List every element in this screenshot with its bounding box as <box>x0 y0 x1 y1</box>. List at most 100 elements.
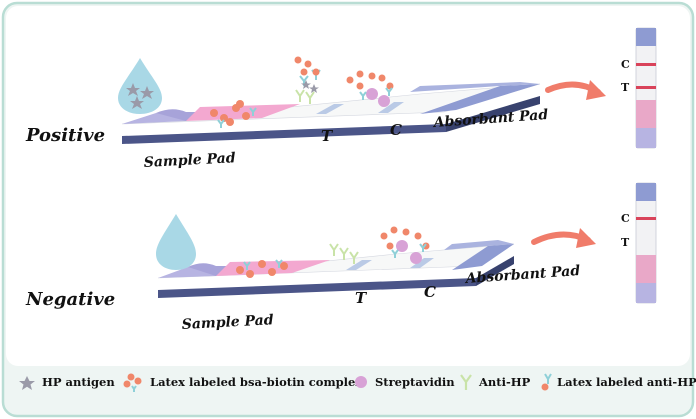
latex-particle <box>246 270 254 278</box>
c-line-band <box>378 102 404 113</box>
latex-particle <box>380 232 388 240</box>
absorbant-pad <box>452 244 514 270</box>
row-label: Negative <box>25 289 115 310</box>
legend: HP antigen Latex labeled bsa-biotin comp… <box>19 373 696 392</box>
latex-particle <box>368 72 376 80</box>
result-arrow-head <box>576 228 596 248</box>
c-line-mark <box>636 63 656 66</box>
result-strip-negative: C T <box>621 182 657 304</box>
strip-front-face <box>122 124 446 144</box>
star-icon <box>19 376 35 390</box>
antibody-icon <box>419 243 427 252</box>
streptavidin-icon <box>366 88 378 100</box>
streptavidin-icon <box>378 95 390 107</box>
t-line-mark <box>636 86 656 89</box>
result-arrow-head <box>586 80 606 100</box>
anti-hp-icon <box>329 243 339 256</box>
antibody-icon <box>249 107 257 116</box>
legend-label: Anti-HP <box>478 375 531 389</box>
legend-label: Latex labeled bsa-biotin complex <box>150 375 362 389</box>
c-line-cluster <box>346 70 394 107</box>
result-strip-positive: C T <box>621 27 657 149</box>
latex-particle <box>402 228 410 236</box>
negative-row: Negative Sample Pad T C Absorbant Pad C … <box>25 182 657 333</box>
latex-particle <box>386 82 394 90</box>
strip-c-label: C <box>621 212 630 225</box>
sample-drop <box>118 58 162 114</box>
antibody-icon <box>243 261 251 270</box>
antibody-icon <box>391 249 399 258</box>
c-label: C <box>424 283 436 301</box>
t-label: T <box>355 289 368 307</box>
anti-hp-icon <box>460 374 472 390</box>
latex-particle <box>414 232 422 240</box>
latex-anti-hp-icon <box>541 373 552 391</box>
c-line-mark <box>636 217 656 220</box>
strip-right-face <box>476 256 514 286</box>
latex-particle <box>220 114 228 122</box>
star-icon <box>301 80 311 89</box>
legend-label: Latex labeled anti-HP <box>557 375 696 389</box>
antibody-icon <box>385 87 393 96</box>
latex-particle <box>356 82 364 90</box>
inner-panel <box>6 6 690 366</box>
row-label: Positive <box>25 125 105 146</box>
t-line-cluster <box>294 56 321 104</box>
anti-hp-icon <box>295 89 305 102</box>
latex-particle <box>346 76 354 84</box>
latex-biotin-complex-icon <box>123 373 142 392</box>
conjugate-particles <box>236 259 288 278</box>
sample-drop <box>156 214 196 270</box>
latex-particle <box>378 74 386 82</box>
strip-front-face <box>158 278 476 298</box>
latex-particle <box>300 68 308 76</box>
latex-particle <box>294 56 302 64</box>
latex-particle <box>258 260 266 268</box>
latex-particle <box>226 118 234 126</box>
streptavidin-icon <box>355 376 367 388</box>
t-line-cluster <box>329 243 359 264</box>
legend-label: Streptavidin <box>375 375 455 389</box>
c-line-cluster <box>380 226 430 264</box>
sample-pad-label: Sample Pad <box>143 150 236 171</box>
streptavidin-icon <box>396 240 408 252</box>
latex-particle <box>280 262 288 270</box>
absorbant-pad-top <box>410 82 540 92</box>
latex-particle <box>390 226 398 234</box>
latex-particle <box>268 268 276 276</box>
strip-t-label: T <box>621 81 630 94</box>
t-line-band <box>346 260 372 270</box>
star-icon <box>309 84 319 93</box>
star-icon <box>130 96 144 109</box>
latex-particle <box>386 242 394 250</box>
legend-label: HP antigen <box>42 375 115 389</box>
anti-hp-icon <box>305 91 315 104</box>
drop-antigen-stars <box>126 83 154 109</box>
antibody-icon <box>217 119 225 128</box>
star-icon <box>140 86 154 99</box>
t-label: T <box>321 127 334 145</box>
star-icon <box>126 83 140 96</box>
latex-particle <box>236 266 244 274</box>
antibody-icon <box>359 91 367 100</box>
latex-particle <box>304 60 312 68</box>
latex-particle <box>236 100 244 108</box>
strip-c-label: C <box>621 58 630 71</box>
absorbant-pad-top <box>444 240 514 250</box>
latex-particle <box>242 112 250 120</box>
sample-pad-label: Sample Pad <box>181 312 274 333</box>
anti-hp-icon <box>339 247 349 260</box>
anti-hp-icon <box>349 251 359 264</box>
latex-particle <box>356 70 364 78</box>
latex-particle <box>312 68 320 76</box>
latex-particle <box>210 109 218 117</box>
absorbant-pad <box>420 84 540 114</box>
streptavidin-icon <box>410 252 422 264</box>
antibody-icon <box>275 259 283 268</box>
positive-row: Positive Sample Pad T C Absorbant Pad C … <box>25 27 657 171</box>
strip-right-face <box>446 96 540 132</box>
c-label: C <box>390 121 402 139</box>
t-line-band <box>316 104 344 114</box>
